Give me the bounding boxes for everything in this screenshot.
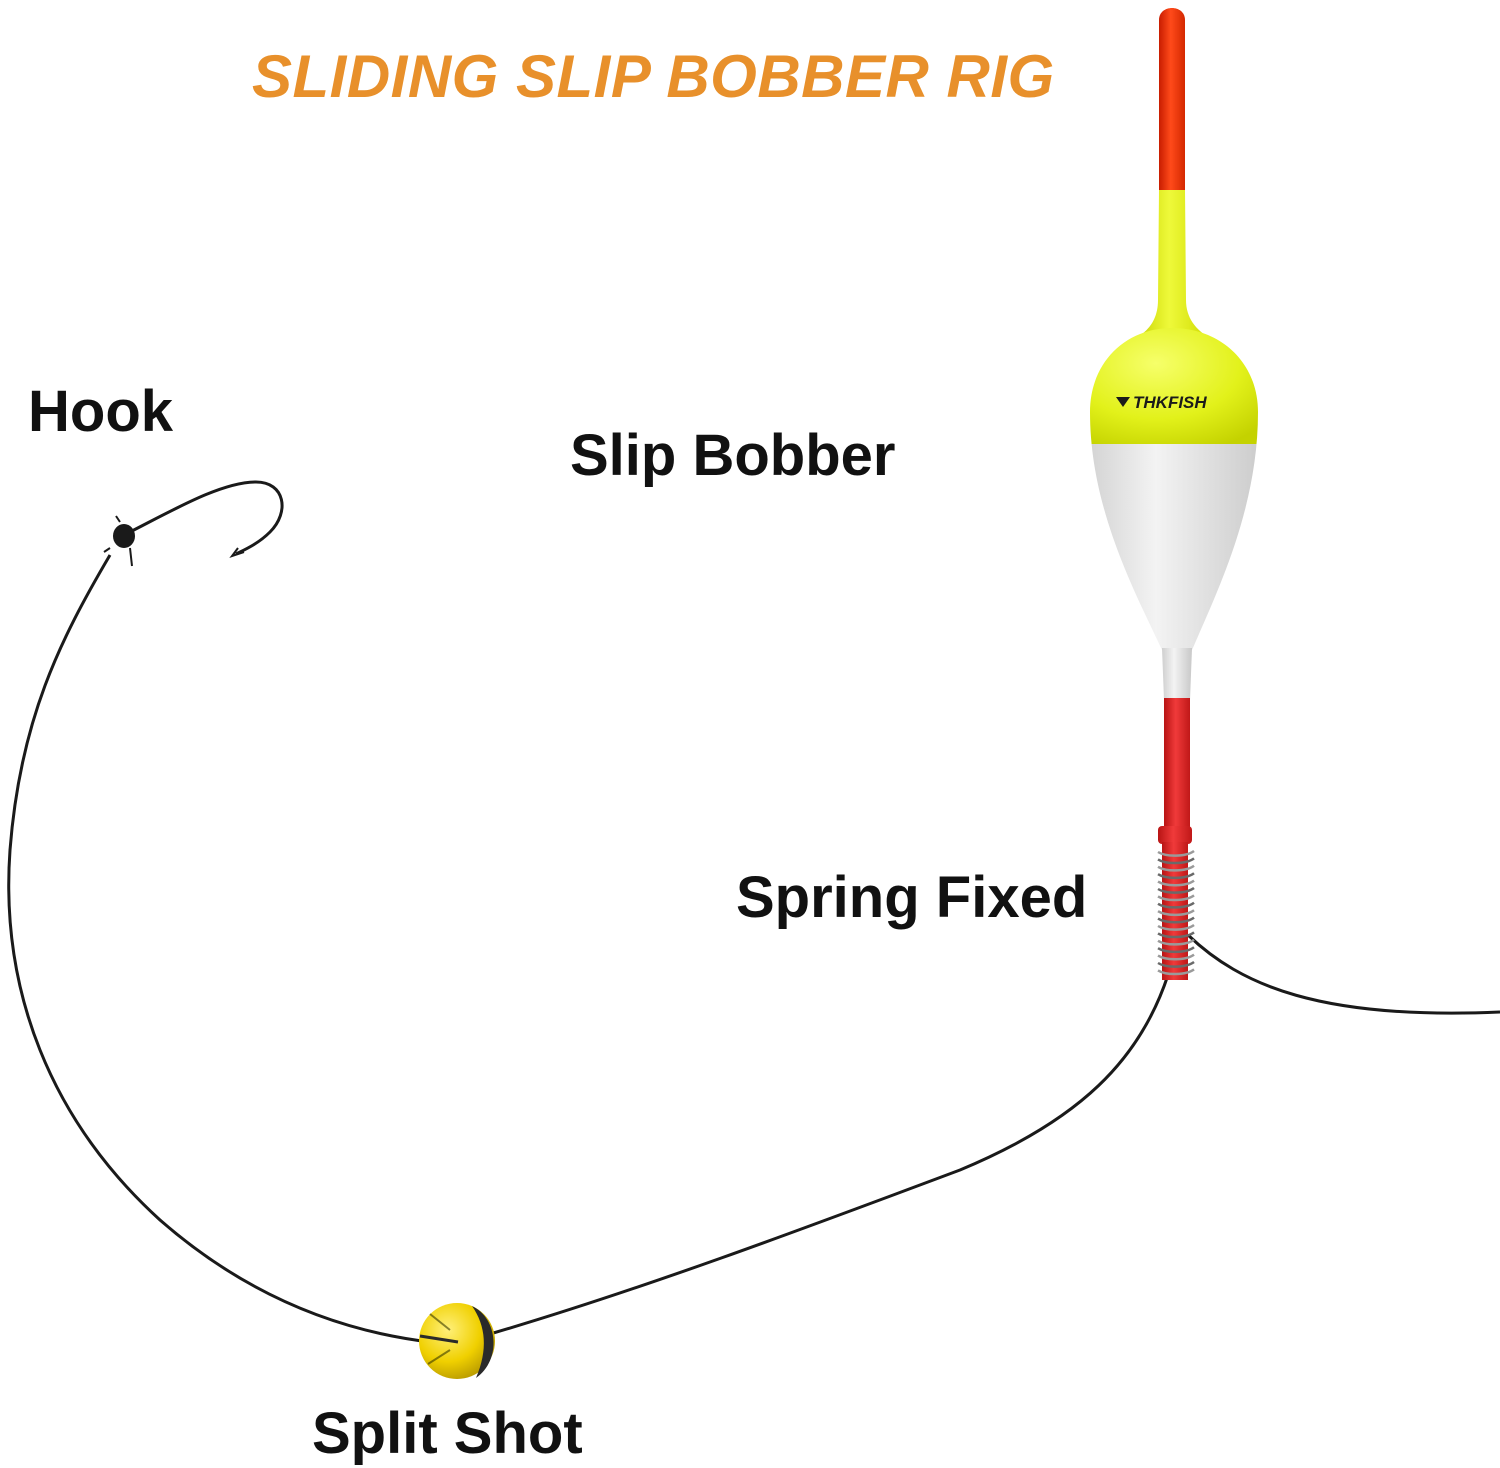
spring-coil	[1157, 960, 1195, 968]
spring-coil	[1157, 946, 1195, 954]
split-shot-icon	[419, 1303, 495, 1379]
label-hook: Hook	[28, 379, 173, 444]
spring-coil	[1157, 953, 1195, 961]
spring-coil	[1157, 968, 1195, 976]
spring-coil	[1157, 849, 1195, 857]
spring-coil	[1157, 879, 1195, 887]
spring-coil	[1157, 931, 1195, 939]
spring-coil	[1157, 872, 1195, 880]
label-split-shot: Split Shot	[312, 1401, 583, 1466]
spring-coil	[1157, 894, 1195, 902]
hook-icon	[103, 480, 284, 567]
label-spring-fixed: Spring Fixed	[736, 865, 1088, 930]
spring-coil	[1157, 901, 1195, 909]
spring-coil	[1157, 886, 1195, 894]
label-slip-bobber: Slip Bobber	[570, 423, 896, 488]
fishing-line	[7, 554, 1500, 1344]
spring-coil	[1157, 923, 1195, 931]
spring-coil	[1157, 857, 1195, 865]
brand-text: THKFISH	[1133, 393, 1207, 412]
spring-coil	[1157, 864, 1195, 872]
spring-coil	[1157, 938, 1195, 946]
spring-coil	[1157, 916, 1195, 924]
spring-icon	[1157, 849, 1195, 976]
brand-logo-icon: THKFISH	[1116, 393, 1207, 412]
bobber-icon: THKFISH	[1090, 8, 1258, 980]
spring-coil	[1157, 909, 1195, 917]
diagram-title: SLIDING SLIP BOBBER RIG	[252, 43, 1055, 110]
